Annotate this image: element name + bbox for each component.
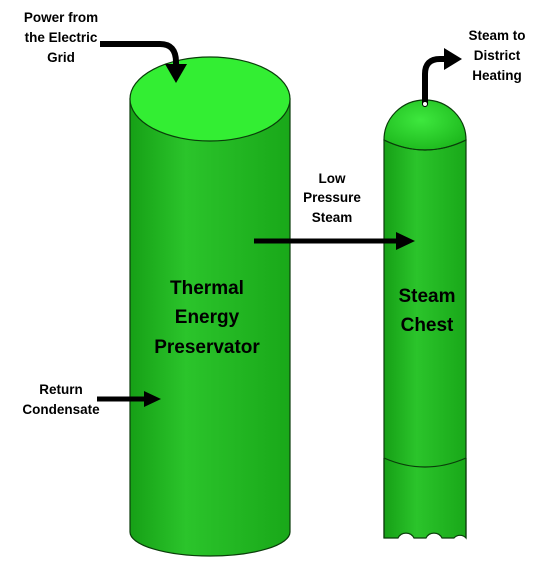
svg-text:Grid: Grid	[47, 50, 75, 65]
chest-skirt-seam	[383, 457, 467, 468]
svg-text:Chest: Chest	[401, 315, 454, 336]
svg-text:District: District	[474, 48, 521, 63]
svg-text:Heating: Heating	[472, 68, 522, 83]
chest-dome-seam	[383, 139, 467, 151]
thermal-energy-preservator-label: Thermal Energy Preservator	[154, 278, 260, 358]
svg-text:Energy: Energy	[175, 307, 240, 328]
svg-text:the Electric: the Electric	[25, 30, 98, 45]
svg-text:Low: Low	[319, 171, 346, 186]
steam-chest-label: Steam Chest	[398, 286, 455, 336]
svg-text:Steam: Steam	[398, 286, 455, 307]
tank-top	[129, 56, 291, 142]
svg-text:Preservator: Preservator	[154, 337, 260, 358]
svg-text:Pressure: Pressure	[303, 190, 361, 205]
chest-lower-outline	[383, 458, 467, 538]
svg-text:Steam: Steam	[312, 210, 353, 225]
return-condensate-label: Return Condensate	[22, 382, 100, 417]
curved-arrow-up-icon	[422, 48, 462, 107]
thermal-energy-preservator-tank	[129, 56, 291, 557]
svg-text:Condensate: Condensate	[22, 402, 100, 417]
chest-dome	[383, 99, 467, 151]
svg-text:Return: Return	[39, 382, 83, 397]
condensate-arrow-right-icon	[97, 391, 161, 407]
power-from-grid-label: Power from the Electric Grid	[24, 10, 98, 65]
svg-text:Steam to: Steam to	[468, 28, 525, 43]
chest-body	[383, 139, 467, 540]
tank-body	[129, 98, 291, 557]
steam-to-district-heating-label: Steam to District Heating	[468, 28, 525, 83]
low-pressure-steam-label: Low Pressure Steam	[303, 171, 361, 225]
svg-text:Thermal: Thermal	[170, 278, 244, 299]
curved-arrow-down-icon	[100, 41, 187, 83]
arrow-right-icon	[254, 232, 415, 250]
svg-text:Power from: Power from	[24, 10, 98, 25]
